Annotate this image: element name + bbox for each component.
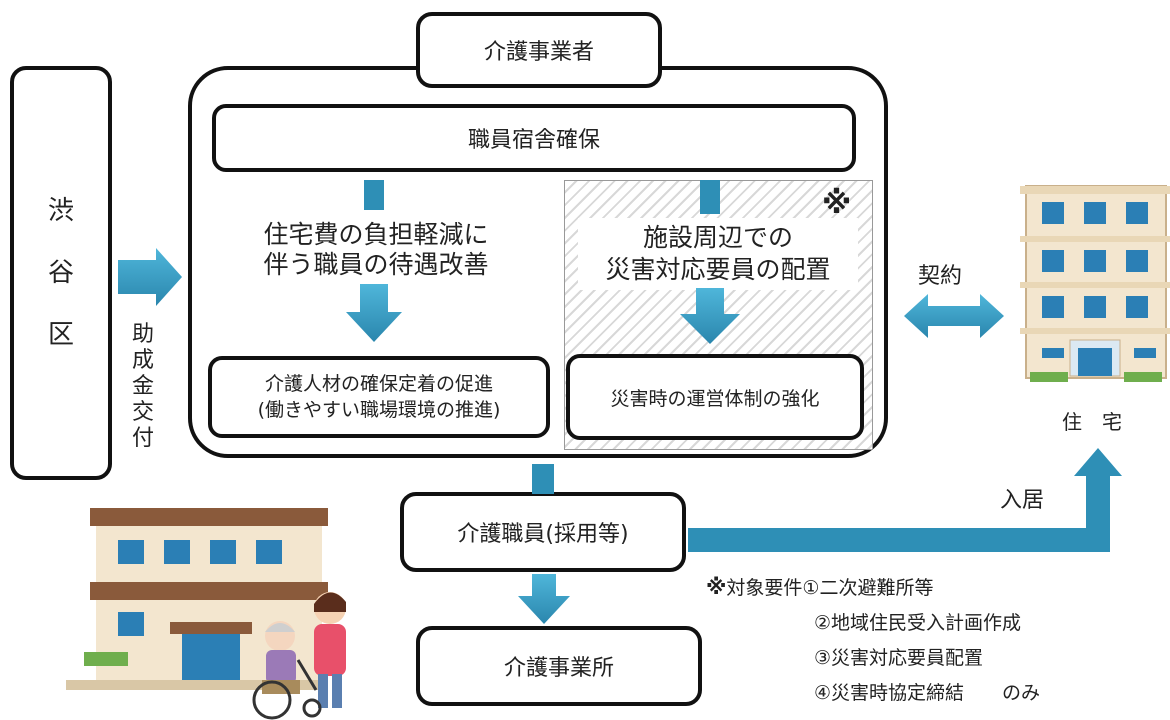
reference-mark: ※ bbox=[822, 186, 852, 221]
staff-to-office-arrow bbox=[518, 574, 570, 624]
right-flow-arrow-top bbox=[700, 180, 720, 214]
disaster-operations-box: 災害時の運営体制の強化 bbox=[566, 354, 864, 440]
requirements-mark: ※ bbox=[706, 575, 727, 599]
care-staff-box: 介護職員(採用等) bbox=[400, 492, 686, 572]
requirements-lead: 対象要件①二次避難所等 bbox=[726, 577, 934, 599]
staff-housing-box: 職員宿舎確保 bbox=[212, 104, 856, 172]
requirement-item: ④災害時協定締結 のみ bbox=[814, 682, 1041, 704]
care-office-box: 介護事業所 bbox=[416, 626, 702, 706]
contract-arrow bbox=[904, 294, 1004, 338]
subsidy-arrow bbox=[118, 248, 182, 306]
right-effect-text: 施設周辺での 災害対応要員の配置 bbox=[578, 218, 858, 290]
move-in-label: 入居 bbox=[1000, 488, 1045, 513]
left-effect-text: 住宅費の負担軽減に 伴う職員の待遇改善 bbox=[263, 220, 489, 279]
care-operator-title: 介護事業者 bbox=[416, 12, 662, 88]
left-flow-arrow-top bbox=[364, 180, 384, 210]
right-flow-arrow-bottom bbox=[680, 288, 740, 344]
talent-retention-box: 介護人材の確保定着の促進 (働きやすい職場環境の推進) bbox=[208, 356, 550, 438]
requirement-item: ③災害対応要員配置 bbox=[814, 647, 984, 669]
apartment-building-illustration bbox=[1020, 185, 1170, 382]
operator-to-staff-arrow bbox=[532, 464, 554, 494]
subsidy-label: 助 成 金 交 付 bbox=[132, 322, 155, 451]
requirements-note: ※対象要件①二次避難所等 ②地域住民受入計画作成 ③災害対応要員配置 ④災害時協… bbox=[706, 570, 1040, 711]
move-in-arrow bbox=[688, 448, 1122, 552]
shibuya-ward-box: 渋 谷 区 bbox=[10, 66, 112, 480]
housing-label: 住 宅 bbox=[1062, 410, 1122, 434]
left-flow-arrow-bottom bbox=[346, 284, 402, 342]
caregiver-illustration bbox=[252, 592, 346, 720]
shibuya-ward-label: 渋 谷 区 bbox=[47, 196, 74, 350]
requirement-item: ②地域住民受入計画作成 bbox=[814, 612, 1022, 634]
contract-label: 契約 bbox=[918, 264, 963, 289]
care-facility-illustration bbox=[66, 508, 328, 690]
